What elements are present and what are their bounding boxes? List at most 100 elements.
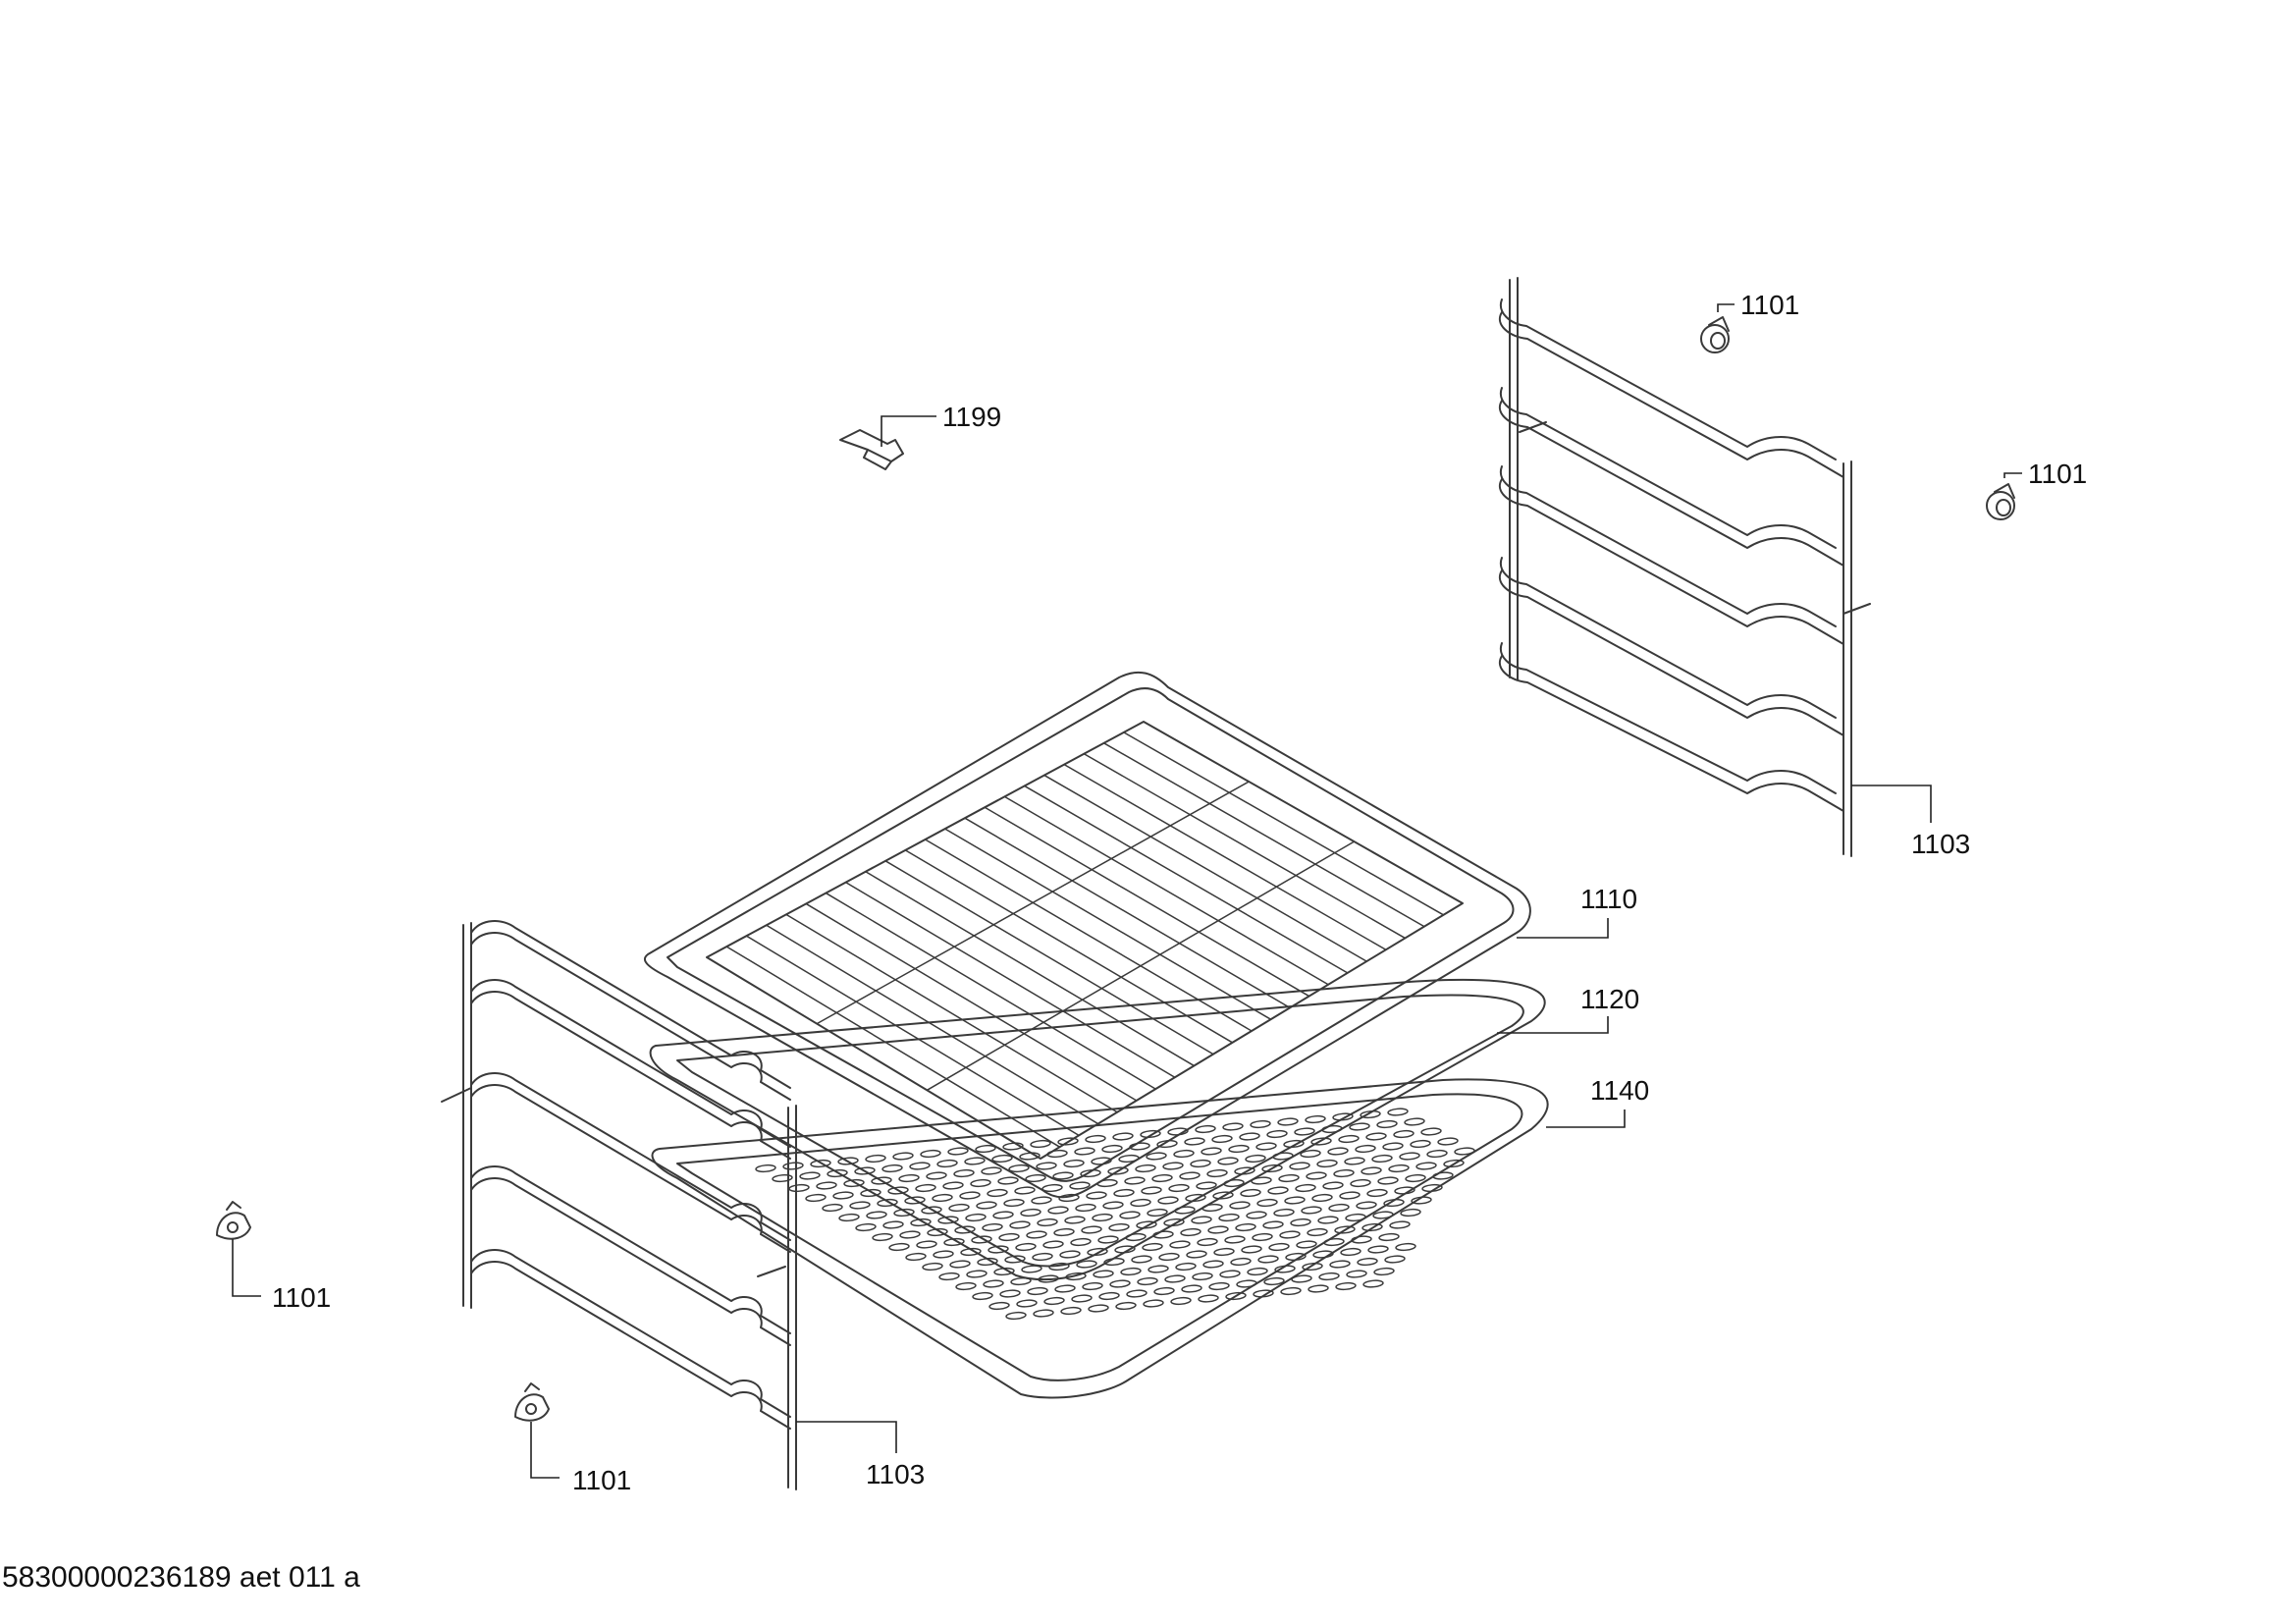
perforation-slot bbox=[887, 1186, 909, 1195]
perforation-slot bbox=[1349, 1122, 1370, 1131]
perforation-slot bbox=[1070, 1237, 1092, 1247]
perforation-slot bbox=[1222, 1122, 1244, 1131]
perforation-slot bbox=[1064, 1216, 1086, 1224]
perforation-slot bbox=[1311, 1193, 1333, 1203]
perforation-slot bbox=[855, 1222, 877, 1232]
perforation-slot bbox=[865, 1154, 886, 1164]
perforation-slot bbox=[1236, 1279, 1257, 1288]
perforation-slot bbox=[1080, 1168, 1101, 1178]
perforation-slot bbox=[988, 1301, 1010, 1311]
perforation-slot bbox=[1092, 1213, 1113, 1222]
perforation-slot bbox=[1362, 1279, 1384, 1288]
perforation-slot bbox=[1060, 1306, 1082, 1316]
perforation-slot bbox=[1101, 1144, 1123, 1154]
perforation-slot bbox=[922, 1262, 943, 1272]
perforation-slot bbox=[881, 1164, 903, 1173]
perforation-slot bbox=[1305, 1114, 1326, 1124]
perforation-slot bbox=[1135, 1164, 1156, 1173]
perforation-slot bbox=[1008, 1164, 1030, 1173]
perforation-slot bbox=[1197, 1237, 1218, 1247]
perforation-slot bbox=[1137, 1276, 1158, 1286]
rack-bar bbox=[1004, 795, 1329, 986]
perforation-slot bbox=[1016, 1299, 1038, 1308]
perforation-slot bbox=[1410, 1139, 1431, 1149]
perforation-slot bbox=[1328, 1203, 1350, 1213]
perforation-slot bbox=[933, 1250, 954, 1259]
perforation-slot bbox=[1124, 1176, 1146, 1185]
perforation-slot bbox=[1241, 1245, 1262, 1254]
perforation-slot bbox=[1140, 1129, 1161, 1139]
perforation-slot bbox=[1322, 1181, 1344, 1190]
perforation-slot bbox=[827, 1168, 848, 1178]
perforation-slot bbox=[1301, 1206, 1322, 1215]
perforation-slot bbox=[1284, 1196, 1306, 1205]
perforation-slot bbox=[1267, 1186, 1289, 1195]
perforation-slot bbox=[805, 1193, 827, 1203]
perforation-slot bbox=[921, 1206, 942, 1215]
perforation-slot bbox=[970, 1178, 991, 1188]
perforation-slot bbox=[1053, 1227, 1075, 1237]
rack-bar bbox=[746, 935, 1080, 1137]
perforation-slot bbox=[893, 1208, 915, 1218]
rack-bar bbox=[1103, 742, 1425, 928]
rack-bars bbox=[725, 731, 1444, 1148]
perforation-slot bbox=[1037, 1218, 1058, 1227]
perforation-slot bbox=[1005, 1311, 1027, 1321]
perforation-slot bbox=[1350, 1178, 1371, 1188]
perforation-slot bbox=[1163, 1218, 1185, 1227]
perforation-slot bbox=[964, 1157, 986, 1165]
perforation-slot bbox=[1212, 1191, 1234, 1200]
perforation-slot bbox=[1296, 1240, 1317, 1249]
perforation-slot bbox=[1383, 1198, 1405, 1208]
perforation-slot bbox=[1213, 1247, 1235, 1257]
perforation-slot bbox=[1317, 1216, 1339, 1224]
perforation-slot bbox=[1421, 1183, 1443, 1193]
rack-bar bbox=[1024, 785, 1349, 974]
rack-bar bbox=[925, 839, 1253, 1032]
perforation-slot bbox=[1201, 1147, 1222, 1156]
perforation-slot bbox=[1021, 1265, 1042, 1273]
perforation-slot bbox=[1190, 1159, 1211, 1168]
perforation-slot bbox=[1087, 1247, 1108, 1257]
perforation-slot bbox=[1185, 1193, 1206, 1203]
perforation-slot bbox=[976, 1201, 997, 1210]
perforation-slot bbox=[999, 1289, 1021, 1298]
perforation-slot bbox=[899, 1230, 921, 1239]
perforation-slot bbox=[1366, 1188, 1388, 1198]
perforation-slot bbox=[1107, 1166, 1129, 1175]
perforation-slot bbox=[1146, 1152, 1167, 1161]
perforation-slot bbox=[816, 1181, 837, 1190]
perforation-slot bbox=[1010, 1276, 1032, 1286]
perforation-slot bbox=[1371, 1154, 1393, 1164]
perforation-slot bbox=[1432, 1171, 1454, 1180]
perforation-slot bbox=[1074, 1147, 1095, 1156]
perforation-slot bbox=[916, 1240, 937, 1249]
perforation-slot bbox=[1186, 1250, 1207, 1259]
perforation-slot bbox=[1030, 1139, 1051, 1149]
perforation-slot bbox=[1211, 1134, 1233, 1144]
perforation-slot bbox=[948, 1203, 970, 1213]
perforation-slot bbox=[1388, 1164, 1410, 1173]
perforation-slot bbox=[1168, 1183, 1190, 1193]
perforation-slot bbox=[975, 1144, 996, 1154]
perforation-slot bbox=[877, 1198, 898, 1208]
perforation-slot bbox=[871, 1176, 892, 1185]
callout-1101-right-mid: 1101 bbox=[2028, 459, 2087, 489]
rack-bar bbox=[766, 924, 1099, 1125]
perforation-slot bbox=[1097, 1235, 1119, 1244]
perforation-slot bbox=[966, 1270, 988, 1278]
rack-cross-bar bbox=[816, 781, 1250, 1025]
rack-bar bbox=[785, 913, 1118, 1113]
perforation-slot bbox=[1395, 1242, 1416, 1252]
perforation-slot bbox=[1283, 1139, 1305, 1149]
perforation-slot bbox=[1268, 1242, 1290, 1252]
perforation-slot bbox=[991, 1154, 1013, 1164]
perforation-slot bbox=[954, 1225, 976, 1234]
perforation-slot bbox=[1192, 1272, 1213, 1281]
perforation-slot bbox=[936, 1159, 958, 1168]
tray-perforations bbox=[755, 1108, 1475, 1321]
perforation-slot bbox=[1295, 1183, 1316, 1193]
perforation-slot bbox=[1285, 1252, 1307, 1262]
perforation-slot bbox=[1263, 1276, 1285, 1286]
